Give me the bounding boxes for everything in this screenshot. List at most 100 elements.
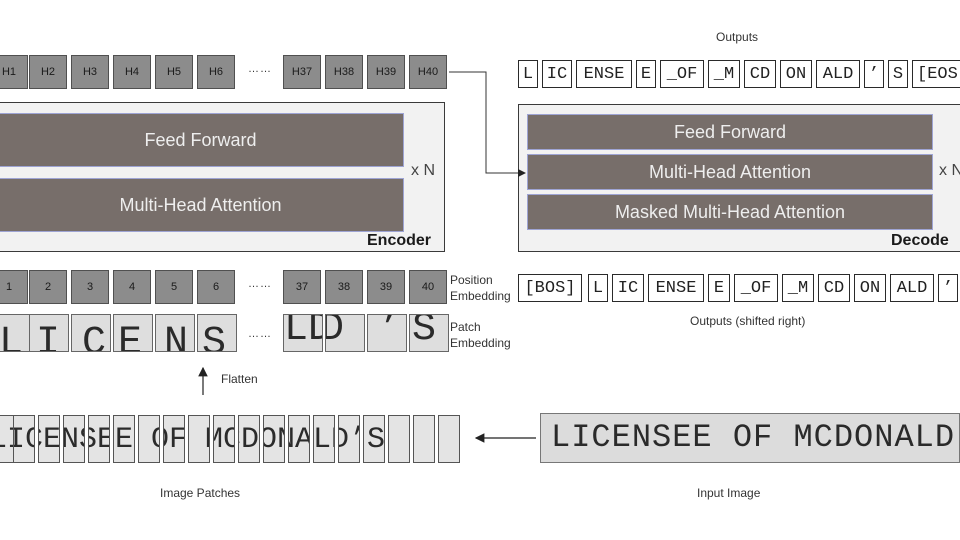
patch-text: LICENSEE OF MCDONALD’S — [289, 421, 309, 459]
position-embedding-label: Position Embedding — [450, 272, 511, 304]
hidden-state-box: H2 — [29, 55, 67, 89]
patch-text: LICENSEE OF MCDONALD’S — [39, 423, 60, 457]
image-patch: LICENSEE OF MCDONALD’S — [238, 415, 260, 463]
image-patches-label: Image Patches — [160, 486, 241, 500]
patch-text: LICENSEE OF MCDONALD’S — [239, 423, 260, 457]
embedding-label-line: Embedding — [450, 289, 511, 303]
position-box: 1 — [0, 270, 28, 304]
position-embedding-row: 1 2 3 4 5 6 …… 37 38 39 40 — [0, 270, 460, 304]
patch-glyph: LD — [284, 314, 322, 352]
flatten-label: Flatten — [221, 372, 258, 386]
position-box: 40 — [409, 270, 447, 304]
hidden-state-box: H40 — [409, 55, 447, 89]
patch-embedding-tile: E — [113, 314, 153, 352]
patch-text: LICENSEE OF MCDONALD’S — [364, 423, 385, 457]
patch-text: LICENSEE OF MCDONALD’S — [264, 421, 284, 459]
position-box: 2 — [29, 270, 67, 304]
output-token: _OF — [660, 60, 704, 88]
input-image: LICENSEE OF MCDONALD’S — [540, 413, 960, 463]
patch-embedding-label: Patch Embedding — [450, 319, 511, 351]
input-image-label: Input Image — [697, 486, 761, 500]
patch-text: LICENSEE OF MCDONALD’S — [0, 421, 15, 459]
input-token: ENSE — [648, 274, 704, 302]
decoder-output-tokens: L IC ENSE E _OF _M CD ON ALD ’ S [EOS — [0, 60, 960, 88]
image-patch: LICENSEE OF MCDONALD’S — [63, 415, 85, 463]
input-token: CD — [818, 274, 850, 302]
patch-embedding-tile: N — [155, 314, 195, 352]
output-token: S — [888, 60, 908, 88]
encoder-panel: Feed Forward Multi-Head Attention x N En… — [0, 102, 445, 252]
output-token: ENSE — [576, 60, 632, 88]
encoder-hidden-row: H1 H2 H3 H4 H5 H6 …… H37 H38 H39 H40 — [0, 55, 460, 89]
patch-glyph: I — [36, 321, 61, 352]
image-patch: LICENSEE OF MCDONALD’S — [263, 415, 285, 463]
decoder-feed-forward: Feed Forward — [527, 114, 933, 150]
image-patch: LICENSEE OF MCDONALD’S — [38, 415, 60, 463]
patch-embedding-tile: S — [409, 314, 449, 352]
output-token: ON — [780, 60, 812, 88]
patch-embedding-tile: I — [29, 314, 69, 352]
patch-embedding-tile: LD — [283, 314, 323, 352]
image-patch: LICENSEE OF MCDONALD’S — [88, 415, 110, 463]
outputs-shifted-label: Outputs (shifted right) — [690, 314, 806, 328]
output-token: E — [636, 60, 656, 88]
input-token: E — [708, 274, 730, 302]
embedding-label-line: Embedding — [450, 336, 511, 350]
position-dots: …… — [248, 278, 272, 290]
decoder-masked-multi-head-attention: Masked Multi-Head Attention — [527, 194, 933, 230]
image-patch: LICENSEE OF MCDONALD’S — [388, 415, 410, 463]
patch-label-line: Patch — [450, 320, 481, 334]
position-box: 3 — [71, 270, 109, 304]
input-token: ’ — [938, 274, 958, 302]
image-patch: LICENSEE OF MCDONALD’S — [438, 415, 460, 463]
decoder-multi-head-attention: Multi-Head Attention — [527, 154, 933, 190]
patch-text: LICENSEE OF MCDONALD’S — [14, 421, 34, 459]
patch-text: LICENSEE OF MCDONALD’S — [189, 421, 209, 459]
output-token: IC — [542, 60, 572, 88]
patch-text: LICENSEE OF MCDONALD’S — [114, 423, 134, 457]
output-token: ’ — [864, 60, 884, 88]
patch-glyph: N — [164, 321, 189, 352]
patch-glyph: L — [0, 321, 24, 352]
patch-glyph: S — [202, 321, 227, 352]
hidden-dots: …… — [248, 63, 272, 75]
hidden-state-box: H6 — [197, 55, 235, 89]
image-patch: LICENSEE OF MCDONALD’S — [213, 415, 235, 463]
encoder-title: Encoder — [367, 232, 432, 249]
input-token: [BOS] — [518, 274, 582, 302]
input-token: ON — [854, 274, 886, 302]
output-token: _M — [708, 60, 740, 88]
input-token: _OF — [734, 274, 778, 302]
position-box: 39 — [367, 270, 405, 304]
patch-text: LICENSEE OF MCDONALD’S — [214, 421, 234, 459]
patch-text: LICENSEE OF MCDONALD’S — [339, 421, 359, 459]
image-patch: LICENSEE OF MCDONALD’S — [13, 415, 35, 463]
image-patches-strip: LICENSEE OF MCDONALD’S LICENSEE OF MCDON… — [0, 415, 470, 463]
patch-glyph: S — [412, 314, 437, 352]
input-token: _M — [782, 274, 814, 302]
patch-text: LICENSEE OF MCDONALD’S — [64, 421, 84, 459]
hidden-state-box: H1 — [0, 55, 28, 89]
patch-glyph: D — [326, 315, 344, 350]
patch-glyph: ’ — [378, 314, 403, 352]
input-image-text: LICENSEE OF MCDONALD’S — [551, 419, 960, 456]
image-patch: LICENSEE OF MCDONALD’S — [413, 415, 435, 463]
patch-text: LICENSEE OF MCDONALD’S — [313, 423, 334, 457]
position-box: 37 — [283, 270, 321, 304]
image-patch: LICENSEE OF MCDONALD’S — [113, 415, 135, 463]
image-patch: LICENSEE OF MCDONALD’S — [138, 415, 160, 463]
image-patch: LICENSEE OF MCDONALD’S — [288, 415, 310, 463]
patch-text: LICENSEE OF MCDONALD’S — [139, 421, 159, 459]
hidden-state-box: H38 — [325, 55, 363, 89]
image-patch: LICENSEE OF MCDONALD’S — [363, 415, 385, 463]
image-patch: LICENSEE OF MCDONALD’S — [338, 415, 360, 463]
hidden-state-box: H39 — [367, 55, 405, 89]
patch-embedding-tile: S — [197, 314, 237, 352]
hidden-state-box: H5 — [155, 55, 193, 89]
input-token: IC — [612, 274, 644, 302]
patch-embedding-row: L I C E N S …… LD D ’ S — [0, 314, 460, 352]
image-patch: LICENSEE OF MCDONALD’S — [313, 415, 335, 463]
position-box: 38 — [325, 270, 363, 304]
decoder-input-tokens: [BOS] L IC ENSE E _OF _M CD ON ALD ’ — [0, 274, 960, 302]
